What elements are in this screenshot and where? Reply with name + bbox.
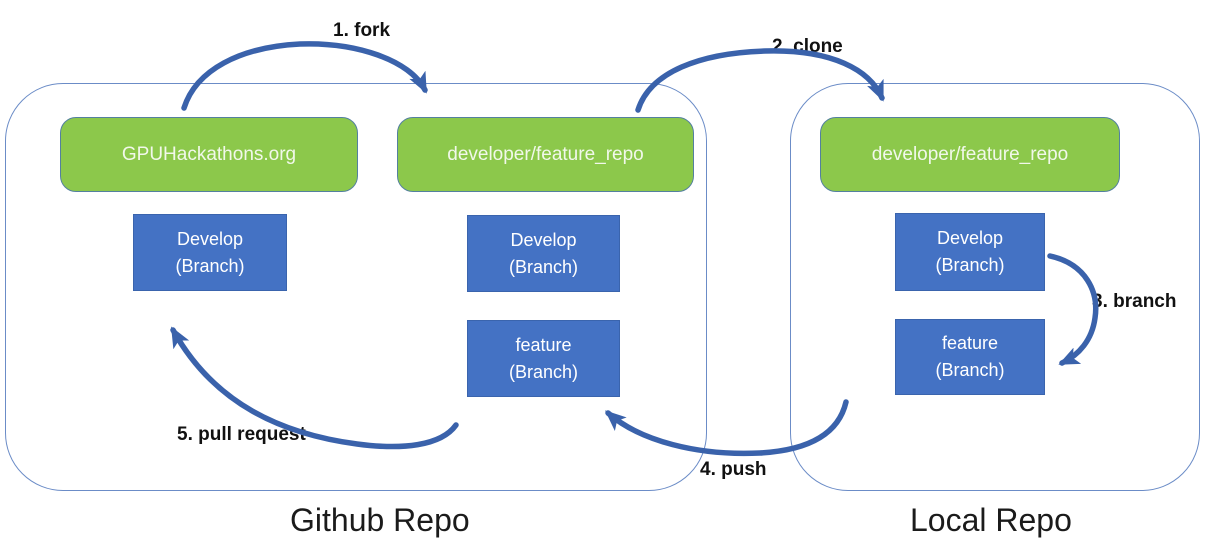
fork-develop-branch-box: Develop (Branch): [467, 215, 620, 292]
step-label-clone: 2. clone: [772, 36, 843, 57]
upstream-repo-box: GPUHackathons.org: [60, 117, 358, 192]
local-repo-container: [790, 83, 1200, 491]
step-label-fork: 1. fork: [333, 20, 391, 41]
fork-feature-branch-box: feature (Branch): [467, 320, 620, 397]
branch-kind: (Branch): [175, 255, 245, 276]
branch-name: Develop: [176, 228, 244, 249]
branch-name: feature: [941, 333, 999, 353]
branch-kind: (Branch): [508, 361, 579, 382]
upstream-develop-branch-box: Develop (Branch): [133, 214, 287, 291]
step-label-push: 4. push: [700, 459, 767, 480]
step-label-pull-request: 5. pull request: [177, 424, 306, 445]
local-clone-repo-box: developer/feature_repo: [820, 117, 1120, 192]
branch-name: feature: [515, 334, 572, 355]
github-repo-label: Github Repo: [290, 502, 470, 538]
local-feature-branch-box: feature (Branch): [895, 319, 1045, 395]
step-label-branch: 3. branch: [1092, 291, 1177, 312]
local-repo-label: Local Repo: [910, 502, 1072, 538]
branch-name: Develop: [936, 228, 1004, 248]
branch-kind: (Branch): [935, 255, 1005, 275]
github-fork-repo-box: developer/feature_repo: [397, 117, 694, 192]
branch-name: Develop: [510, 229, 577, 250]
branch-kind: (Branch): [508, 256, 579, 277]
local-develop-branch-box: Develop (Branch): [895, 213, 1045, 291]
branch-kind: (Branch): [935, 360, 1005, 380]
